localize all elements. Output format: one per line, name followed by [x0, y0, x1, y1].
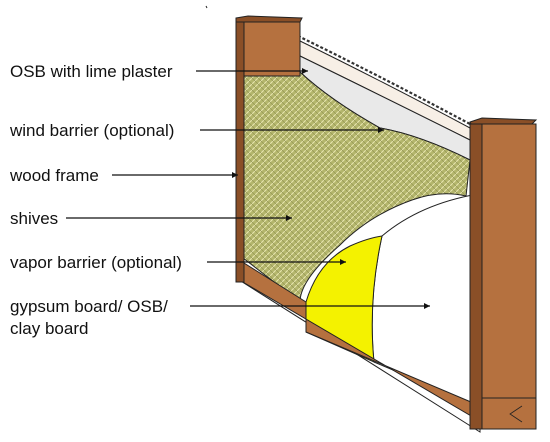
- left-wood-post-front: [235, 21, 245, 283]
- label-vapor-barrier: vapor barrier (optional): [10, 253, 182, 272]
- plaster-rope-edge: [297, 35, 471, 125]
- left-wood-post-side: [243, 21, 301, 77]
- label-wind-barrier: wind barrier (optional): [9, 121, 174, 140]
- top-tick-mark: [205, 5, 208, 9]
- label-gypsum-board-line2: clay board: [10, 319, 88, 338]
- right-wood-post-front: [481, 123, 537, 430]
- label-wood-frame: wood frame: [9, 166, 99, 185]
- label-osb-lime-plaster: OSB with lime plaster: [10, 62, 173, 81]
- arrow-shives: [286, 215, 292, 221]
- arrow-osb-lime-plaster: [302, 68, 308, 74]
- right-wood-post-inner: [469, 123, 483, 430]
- arrow-wind-barrier: [378, 127, 384, 133]
- arrow-vapor-barrier: [340, 259, 346, 265]
- right-post-base-mark: [509, 405, 523, 423]
- label-shives: shives: [10, 209, 58, 228]
- arrow-wood-frame: [232, 172, 238, 178]
- label-gypsum-board-line1: gypsum board/ OSB/: [10, 297, 168, 316]
- arrow-gypsum-board: [424, 303, 430, 309]
